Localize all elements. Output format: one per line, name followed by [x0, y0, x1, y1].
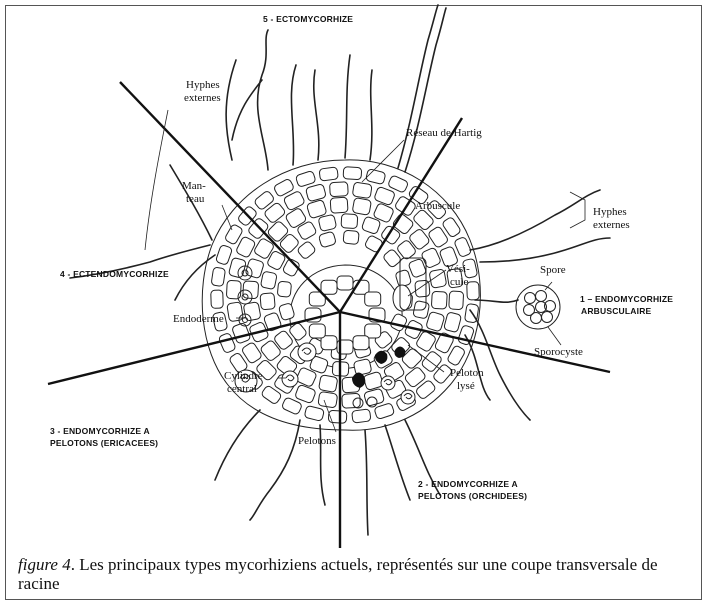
cortex-cell — [364, 235, 383, 254]
cortex-cell — [431, 291, 447, 309]
cylinder-cell — [353, 336, 369, 350]
section-ericacees-2: PELOTONS (ERICACEES) — [50, 438, 158, 448]
label-cylindre-central-1: Cylindre — [224, 370, 263, 382]
cortex-cell — [319, 167, 338, 181]
cortex-cell — [353, 358, 372, 375]
cortex-cell — [341, 214, 358, 229]
cortex-cell — [278, 303, 295, 321]
cortex-cell — [295, 170, 316, 187]
cortex-cell — [227, 302, 244, 322]
label-arbuscule: Arbuscule — [415, 200, 460, 212]
sporocyst — [516, 285, 560, 329]
cortex-cell — [352, 198, 371, 216]
cortex-cell — [426, 311, 445, 332]
cortex-cell — [218, 332, 236, 353]
section-ectomycorhize: 5 - ECTOMYCORHIZE — [263, 14, 353, 24]
caption-figure-ref: figure 4 — [18, 555, 71, 574]
cylinder-cell — [321, 280, 337, 294]
label-endoderme: Endoderme — [173, 313, 224, 325]
cortex-cell — [294, 384, 316, 404]
section-ectendomycorhize: 4 - ECTENDOMYCORHIZE — [60, 269, 169, 279]
cortex-cell — [343, 167, 362, 180]
cortex-cell — [211, 290, 224, 308]
cylinder-cell — [337, 276, 353, 290]
cortex-cell — [328, 410, 347, 423]
cortex-cell — [297, 240, 317, 260]
label-sporocyste: Sporocyste — [534, 346, 583, 358]
label-pelotons: Pelotons — [298, 435, 336, 447]
label-cylindre-central-2: central — [227, 383, 257, 395]
cortex-cell — [352, 182, 372, 199]
section-orchidees-2: PELOTONS (ORCHIDEES) — [418, 491, 527, 501]
cortex-cell — [363, 371, 384, 390]
section-endo-arbusculaire-2: ARBUSCULAIRE — [581, 306, 652, 316]
label-reseau-hartig: Réseau de Hartig — [406, 127, 482, 139]
cortex-cell — [211, 267, 226, 287]
label-vesicule-2: cule — [450, 276, 468, 288]
cortex-cell — [260, 271, 277, 289]
cortex-cell — [318, 231, 336, 248]
section-endo-arbusculaire-1: 1 – ENDOMYCORHIZE — [580, 294, 673, 304]
cortex-cell — [330, 182, 349, 197]
cortex-cell — [318, 391, 338, 408]
section-orchidees-1: 2 - ENDOMYCORHIZE A — [418, 479, 518, 489]
cortex-cell — [374, 186, 396, 206]
label-peloton-lyse-2: lysé — [457, 380, 475, 392]
cortex-cell — [304, 405, 324, 421]
cylinder-cell — [309, 324, 325, 338]
label-hyphes-externes-right-1: Hyphes — [593, 206, 627, 218]
cortex-cell — [352, 409, 371, 423]
cortex-cell — [318, 214, 337, 231]
cortex-cell — [454, 236, 472, 257]
cortex-cell — [228, 257, 246, 278]
caption-text: . Les principaux types mycorhiziens actu… — [18, 555, 658, 593]
label-hyphes-externes-left-2: externes — [184, 92, 221, 104]
cortex-cell — [305, 184, 326, 202]
cylinder-cell — [365, 292, 381, 306]
label-manteau-1: Man- — [182, 180, 206, 192]
cortex-cell — [277, 281, 291, 297]
cortex-cell — [243, 302, 261, 321]
cortex-cell — [467, 282, 480, 300]
cortex-cell — [260, 293, 275, 310]
cortex-cell — [330, 197, 348, 213]
section-ericacees-1: 3 - ENDOMYCORHIZE A — [50, 426, 150, 436]
cortex-cell — [444, 312, 462, 333]
cortex-cell — [429, 269, 447, 288]
cortex-cell — [449, 291, 464, 310]
cortex-cell — [226, 280, 241, 299]
cortex-cell — [306, 199, 327, 218]
label-hyphes-externes-right-2: externes — [593, 219, 630, 231]
cortex-cell — [245, 258, 264, 279]
cortex-cell — [366, 169, 386, 185]
figure-caption: figure 4. Les principaux types mycorhizi… — [18, 555, 688, 593]
cortex-cell — [318, 375, 337, 393]
label-vesicule-1: Vési- — [446, 263, 470, 275]
cortex-cell — [342, 393, 361, 408]
vesicle — [393, 285, 411, 311]
label-hyphes-externes-left-1: Hyphes — [186, 79, 220, 91]
cortex-cell — [374, 403, 395, 420]
label-manteau-2: teau — [186, 193, 205, 205]
cortex-cell — [215, 244, 232, 265]
label-spore: Spore — [540, 264, 566, 276]
cortex-cell — [343, 230, 359, 244]
label-peloton-lyse-1: Peloton — [450, 367, 484, 379]
